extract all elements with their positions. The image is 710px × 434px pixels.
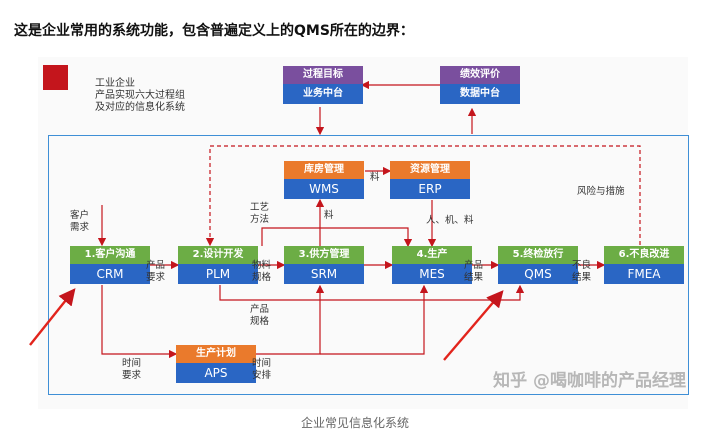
label-product-req: 产品 要求 xyxy=(146,260,166,283)
node-wms-system: WMS xyxy=(284,179,364,199)
label-material-spec: 物料 规格 xyxy=(252,260,272,283)
label-material-1: 料 xyxy=(370,172,380,183)
diagram-frame xyxy=(38,57,688,409)
legend-text: 工业企业 产品实现六大过程组 及对应的信息化系统 xyxy=(95,78,185,114)
node-mes-title: 4.生产 xyxy=(392,246,472,264)
node-aps-title: 生产计划 xyxy=(176,345,256,363)
node-erp-system: ERP xyxy=(390,179,470,199)
node-process-goal: 过程目标 业务中台 xyxy=(283,66,363,104)
node-performance: 绩效评价 数据中台 xyxy=(440,66,520,104)
label-time-req: 时间 要求 xyxy=(122,358,142,381)
node-srm-title: 3.供方管理 xyxy=(284,246,364,264)
node-performance-title: 绩效评价 xyxy=(440,66,520,84)
label-product-result: 产品 结果 xyxy=(464,260,484,283)
label-people-machine-material: 人、机、料 xyxy=(426,215,474,226)
label-customer-demand: 客户 需求 xyxy=(70,210,90,233)
node-mes: 4.生产 MES xyxy=(392,246,472,284)
node-qms: 5.终检放行 QMS xyxy=(498,246,578,284)
node-fmea: 6.不良改进 FMEA xyxy=(604,246,684,284)
label-risk-measures: 风险与措施 xyxy=(577,186,625,197)
node-wms: 库房管理 WMS xyxy=(284,161,364,199)
node-mes-system: MES xyxy=(392,264,472,284)
watermark: 知乎 @喝咖啡的产品经理 xyxy=(493,371,686,391)
label-product-spec: 产品 规格 xyxy=(250,304,270,327)
legend-line-3: 及对应的信息化系统 xyxy=(95,102,185,113)
legend-line-2: 产品实现六大过程组 xyxy=(95,90,185,101)
callout-arrow-left xyxy=(29,288,76,346)
node-aps-system: APS xyxy=(176,363,256,383)
node-fmea-title: 6.不良改进 xyxy=(604,246,684,264)
label-craft-method: 工艺 方法 xyxy=(250,202,270,225)
node-process-goal-title: 过程目标 xyxy=(283,66,363,84)
node-qms-title: 5.终检放行 xyxy=(498,246,578,264)
page-heading: 这是企业常用的系统功能，包含普遍定义上的QMS所在的边界： xyxy=(14,23,414,39)
node-srm: 3.供方管理 SRM xyxy=(284,246,364,284)
node-crm-system: CRM xyxy=(70,264,150,284)
legend-line-1: 工业企业 xyxy=(95,78,135,89)
node-fmea-system: FMEA xyxy=(604,264,684,284)
node-plm: 2.设计开发 PLM xyxy=(178,246,258,284)
node-erp: 资源管理 ERP xyxy=(390,161,470,199)
node-process-goal-system: 业务中台 xyxy=(283,84,363,104)
node-aps: 生产计划 APS xyxy=(176,345,256,383)
label-material-2: 料 xyxy=(324,210,334,221)
label-defect-result: 不良 结果 xyxy=(572,260,592,283)
legend-red-square xyxy=(43,65,68,90)
label-time-schedule: 时间 安排 xyxy=(252,358,272,381)
node-crm: 1.客户沟通 CRM xyxy=(70,246,150,284)
enterprise-boundary xyxy=(48,135,689,395)
node-srm-system: SRM xyxy=(284,264,364,284)
node-erp-title: 资源管理 xyxy=(390,161,470,179)
node-plm-title: 2.设计开发 xyxy=(178,246,258,264)
node-crm-title: 1.客户沟通 xyxy=(70,246,150,264)
node-performance-system: 数据中台 xyxy=(440,84,520,104)
callout-arrow-right xyxy=(443,290,504,361)
node-qms-system: QMS xyxy=(498,264,578,284)
node-plm-system: PLM xyxy=(178,264,258,284)
figure-caption: 企业常见信息化系统 xyxy=(300,416,409,430)
node-wms-title: 库房管理 xyxy=(284,161,364,179)
